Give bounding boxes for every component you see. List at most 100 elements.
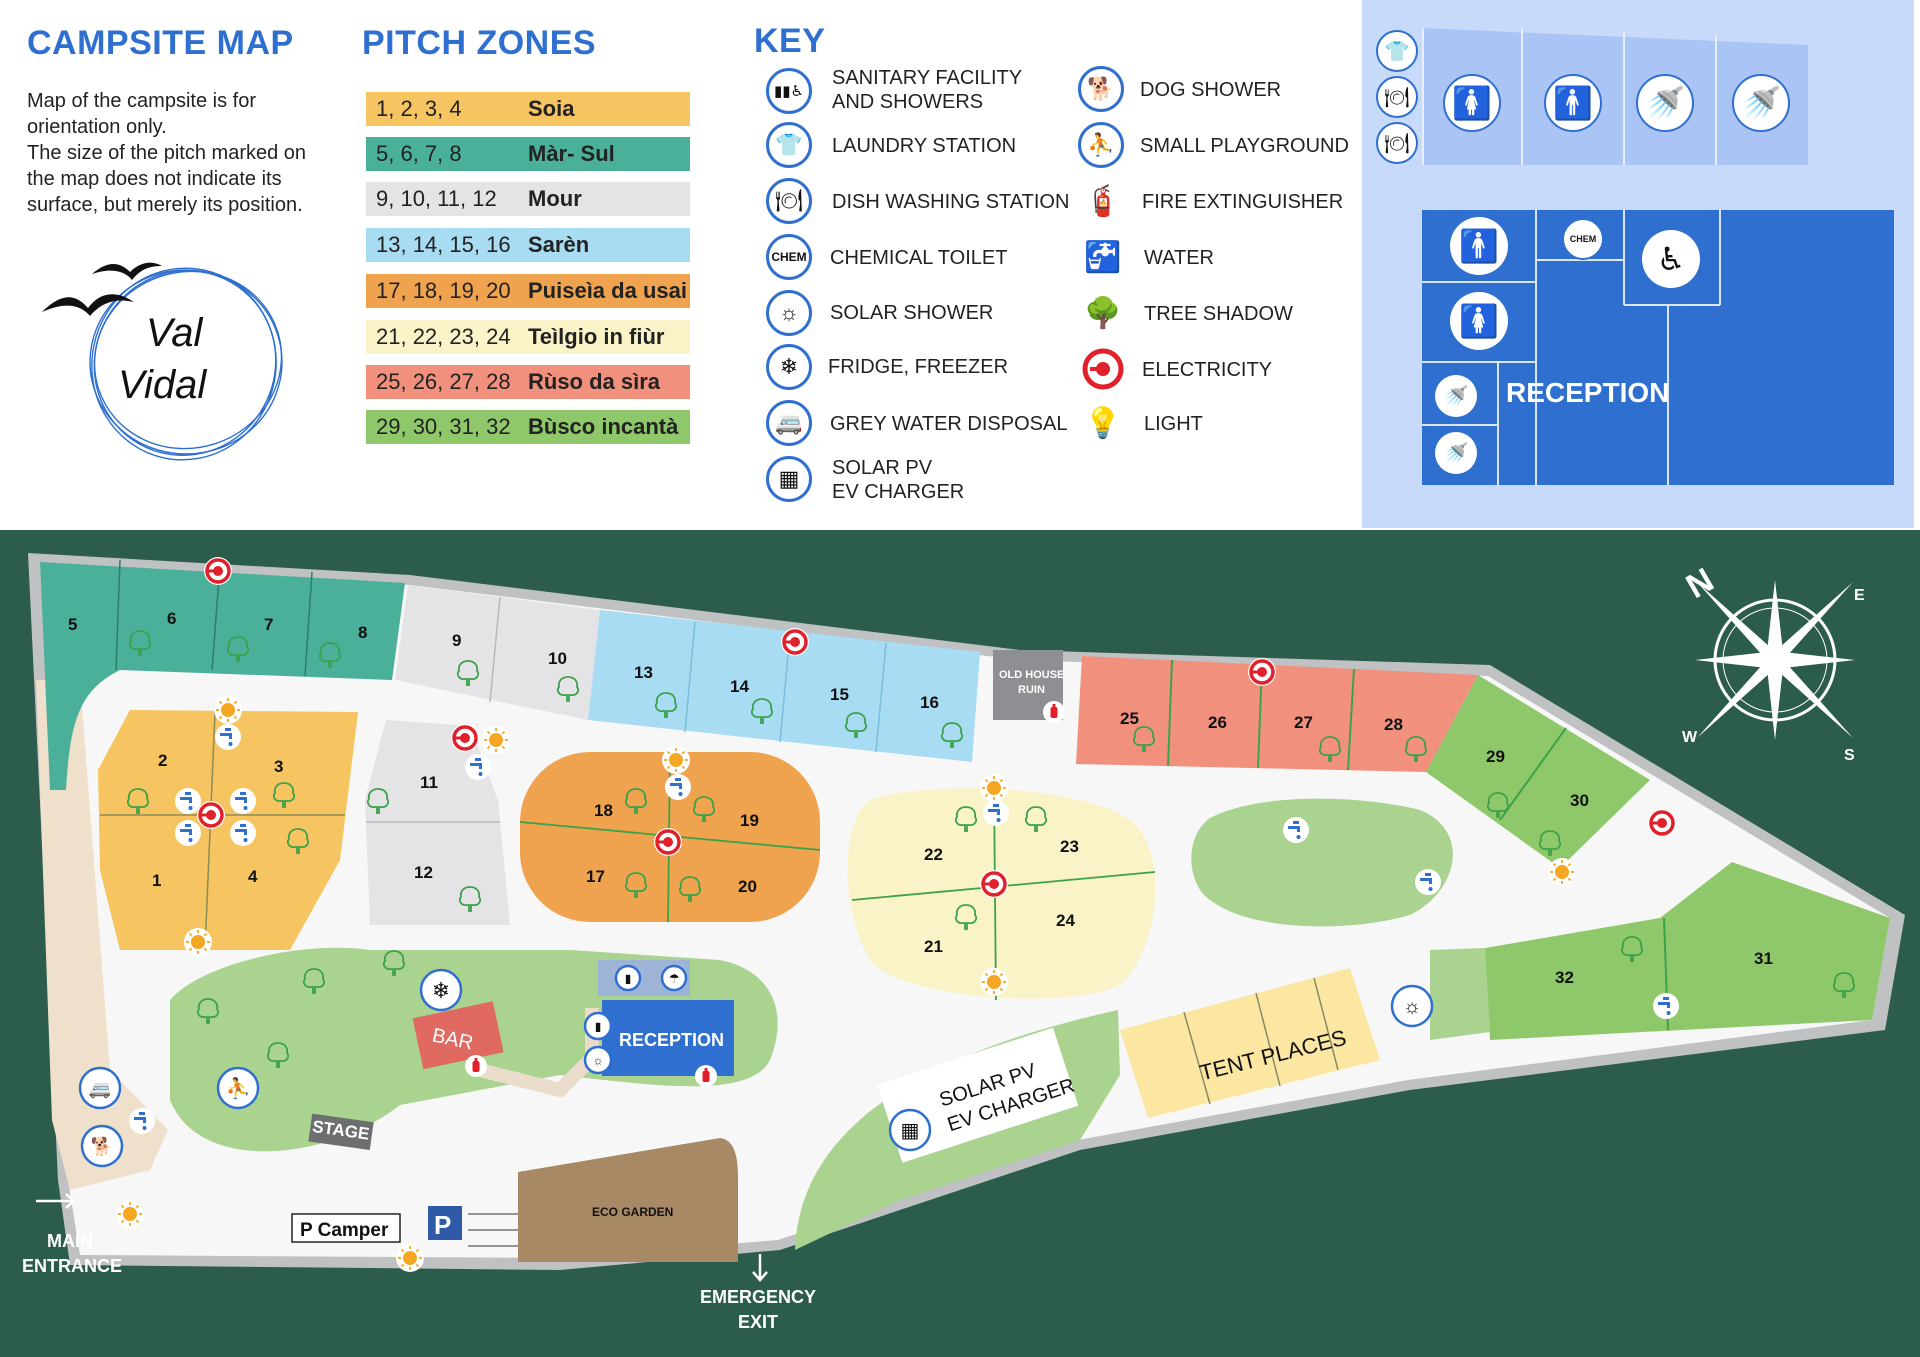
green-garden [1191, 798, 1453, 927]
pitch-number: 5 [68, 615, 77, 634]
tree-icon [1132, 726, 1156, 752]
fire-extinguisher-icon: 🧯 [1084, 184, 1122, 218]
compass-w-label: W [1682, 729, 1698, 746]
solar-shower-icon: ☼ [766, 290, 812, 336]
tree-icon [954, 904, 978, 930]
electricity-icon [1080, 346, 1126, 392]
stage-platform [308, 1113, 374, 1151]
pitch-number: 7 [264, 615, 273, 634]
water-tap-icon [175, 788, 201, 814]
p-camper-box [291, 1213, 401, 1243]
compass-rose [1695, 580, 1855, 740]
eco-garden [518, 1138, 738, 1262]
grey-water-icon: 🚐 [766, 400, 812, 446]
pitch-number: 2 [158, 751, 167, 770]
key-title: KEY [754, 22, 826, 60]
electricity-markers [197, 557, 1676, 898]
tree-icon [196, 998, 220, 1024]
tree-icon [750, 698, 774, 724]
light-icon [980, 968, 1008, 996]
tree-icon [692, 796, 716, 822]
tree-icon [272, 782, 296, 808]
green-strip-right [1430, 948, 1490, 1040]
tree-icon [1832, 972, 1856, 998]
bird-icon [42, 294, 134, 316]
water-tap-icon [983, 800, 1009, 826]
pitch-number: 4 [248, 867, 258, 886]
female-toilet-icon: 🚺 [1450, 292, 1508, 350]
electricity-icon [451, 724, 479, 752]
pitch-number: 31 [1754, 949, 1773, 968]
tree-icon [128, 630, 152, 656]
intro-line: the map does not indicate its [27, 168, 282, 190]
shower-icon: ☂ [660, 964, 688, 992]
pitch-number: 17 [586, 867, 605, 886]
pitch-zones-title: PITCH ZONES [362, 24, 597, 62]
compass-s-label: S [1844, 747, 1855, 764]
fridge-icon: ❄ [766, 344, 812, 390]
pitch-zone-numbers: 5, 6, 7, 8 [376, 141, 462, 166]
electricity-icon [654, 828, 682, 856]
zone-busco-31-32 [1485, 862, 1890, 1040]
pitch-number: 26 [1208, 713, 1227, 732]
water-markers [129, 724, 1679, 1134]
pitch-number: 22 [924, 845, 943, 864]
key-label: SOLAR SHOWER [830, 302, 994, 324]
pitch-zone-name: Mour [528, 186, 582, 211]
tree-icon [1318, 736, 1342, 762]
key-label: CHEMICAL TOILET [830, 247, 1008, 269]
pitch-zone-name: Sarèn [528, 232, 590, 257]
svg-text:❄: ❄ [432, 978, 450, 1003]
tent-places [1120, 968, 1380, 1118]
parking-label: P [434, 1210, 451, 1240]
tree-icon [382, 950, 406, 976]
svg-text:☼: ☼ [1403, 996, 1421, 1018]
tree-icon [366, 788, 390, 814]
pitch-number: 9 [452, 631, 461, 650]
tree-icon [1620, 936, 1644, 962]
pitch-number: 13 [634, 663, 653, 682]
key-label: LAUNDRY STATION [832, 135, 1017, 157]
logo-text: Val [146, 311, 203, 355]
pitch-number: 21 [924, 937, 943, 956]
tree-icon [318, 642, 342, 668]
intro-line: surface, but merely its position. [27, 194, 303, 216]
ruin-label: RUIN [1018, 684, 1045, 696]
water-tap-icon [665, 774, 691, 800]
pitch-zone-name: Bùsco incantà [528, 414, 679, 439]
key-label: SMALL PLAYGROUND [1140, 135, 1349, 157]
svg-text:▦: ▦ [901, 1120, 920, 1142]
solar-shower-icon: ☼ [1390, 984, 1434, 1028]
intro-line: Map of the campsite is for [27, 90, 256, 112]
key-label-line: SOLAR PV [832, 457, 933, 479]
pitch-number: 11 [420, 773, 438, 792]
pitch-number: 12 [414, 863, 433, 882]
key-label: LIGHT [1144, 413, 1203, 435]
ev-charger-icon: ▦ [766, 456, 812, 502]
key-label: DISH WASHING STATION [832, 191, 1070, 213]
water-tap-icon [230, 820, 256, 846]
tree-icon [1024, 806, 1048, 832]
pitch-number: 19 [740, 811, 759, 830]
tree-icon [1404, 736, 1428, 762]
tree-icon [940, 722, 964, 748]
electricity-icon [197, 801, 225, 829]
light-icon: 💡 [1084, 406, 1122, 440]
solar-shower-icon: ☼ [583, 1045, 613, 1075]
light-markers [116, 696, 1576, 1272]
laundry-icon: 👕 [1376, 30, 1418, 72]
pitch-number: 29 [1486, 747, 1505, 766]
intro-line: orientation only. [27, 116, 167, 138]
pitch-zone-numbers: 17, 18, 19, 20 [376, 278, 511, 303]
light-icon [396, 1244, 424, 1272]
reception-plan-label: RECEPTION [1506, 377, 1669, 408]
tree-icon [556, 676, 580, 702]
tree-icon [266, 1042, 290, 1068]
tree-markers [126, 630, 1856, 1068]
pitch-number: 32 [1555, 968, 1574, 987]
pitch-number: 14 [730, 677, 749, 696]
fire-extinguisher-icon [695, 1065, 717, 1087]
electricity-icon [204, 557, 232, 585]
